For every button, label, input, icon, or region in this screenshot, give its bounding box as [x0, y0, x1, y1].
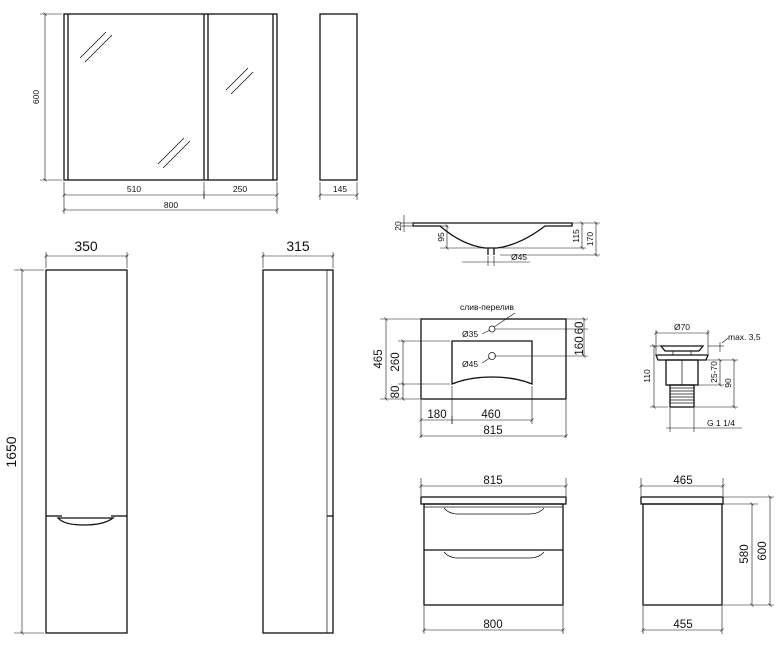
vanity-side: 465 455 580 600 — [639, 475, 774, 634]
vanity-h600-label: 600 — [757, 541, 769, 560]
overflow-label: слив-перелив — [460, 302, 515, 312]
mirror-total-width-label: 800 — [164, 200, 178, 210]
tall-cabinet-depth-label: 315 — [286, 238, 310, 254]
vanity-top — [420, 496, 567, 505]
tall-cabinet-handle — [56, 517, 115, 526]
basin-plan-depth-label: 465 — [373, 349, 385, 368]
mirror-height-label: 600 — [31, 90, 41, 104]
vanity-top-width-label: 815 — [483, 475, 502, 487]
basin-plan-160-label: 160 — [574, 336, 586, 355]
basin-bowl-outline — [451, 340, 533, 385]
basin-plan-bowl-depth-label: 260 — [390, 352, 402, 371]
valve-max-label: max. 3,5 — [728, 332, 761, 342]
valve-h110-label: 110 — [642, 369, 652, 383]
basin-rim-label: 20 — [393, 221, 403, 231]
glass-reflection-marks — [79, 31, 254, 169]
vanity-front: 815 800 — [419, 475, 568, 634]
vanity-side-body-depth-label: 455 — [673, 619, 692, 631]
mirror-left-width-label: 510 — [127, 184, 141, 194]
basin-plan-total-width-label: 815 — [483, 425, 502, 437]
vanity-side-body — [642, 503, 723, 606]
tall-cabinet-front: 350 1650 — [3, 238, 129, 635]
drawer-handle-top — [443, 507, 545, 515]
basin-h170-label: 170 — [585, 232, 595, 246]
overflow-hole-label: Ø35 — [462, 329, 478, 339]
basin-plan-outline — [420, 318, 567, 400]
valve-thread-label: G 1 1/4 — [707, 418, 735, 428]
vanity-h580-label: 580 — [739, 544, 751, 563]
valve-cap — [659, 345, 705, 352]
basin-drain-label: Ø45 — [511, 252, 527, 262]
drain-hole-label: Ø45 — [462, 359, 478, 369]
basin-plan-bowl-width-label: 460 — [481, 409, 500, 421]
basin-section: 20 95 115 170 Ø45 — [393, 215, 600, 266]
drain-valve: Ø70 max. 3,5 110 25-70 90 G 1 1/4 — [642, 322, 761, 432]
mirror-cabinet-side: 145 — [318, 13, 359, 200]
basin-plan-front-label: 80 — [390, 386, 402, 399]
valve-h90-label: 90 — [723, 378, 733, 388]
tall-cabinet-width-label: 350 — [74, 238, 98, 254]
basin-plan: слив-перелив Ø35 Ø45 465 260 80 60 160 1… — [373, 302, 588, 438]
valve-flange — [655, 354, 709, 361]
tall-cabinet-height-label: 1650 — [3, 436, 19, 467]
basin-plan-left-offset-label: 180 — [427, 409, 446, 421]
vanity-body-width-label: 800 — [483, 619, 502, 631]
thread-lines — [670, 387, 694, 404]
vanity-side-top — [640, 496, 724, 505]
mirror-cabinet-front: 600 510 250 800 — [31, 12, 279, 214]
mirror-depth-label: 145 — [333, 184, 347, 194]
basin-plan-60-label: 60 — [574, 322, 586, 335]
basin-bowl-depth-label: 95 — [436, 232, 446, 242]
mirror-right-width-label: 250 — [233, 184, 247, 194]
mirror-cabinet-outline — [63, 13, 278, 181]
vanity-body — [423, 503, 564, 606]
vanity-side-top-depth-label: 465 — [673, 475, 692, 487]
basin-h115-label: 115 — [571, 229, 581, 243]
drawer-handle-bottom — [443, 551, 545, 559]
tall-cabinet-side: 315 — [261, 238, 335, 634]
valve-thread — [669, 384, 695, 408]
valve-range-label: 25-70 — [709, 361, 719, 383]
valve-diameter-label: Ø70 — [674, 322, 690, 332]
